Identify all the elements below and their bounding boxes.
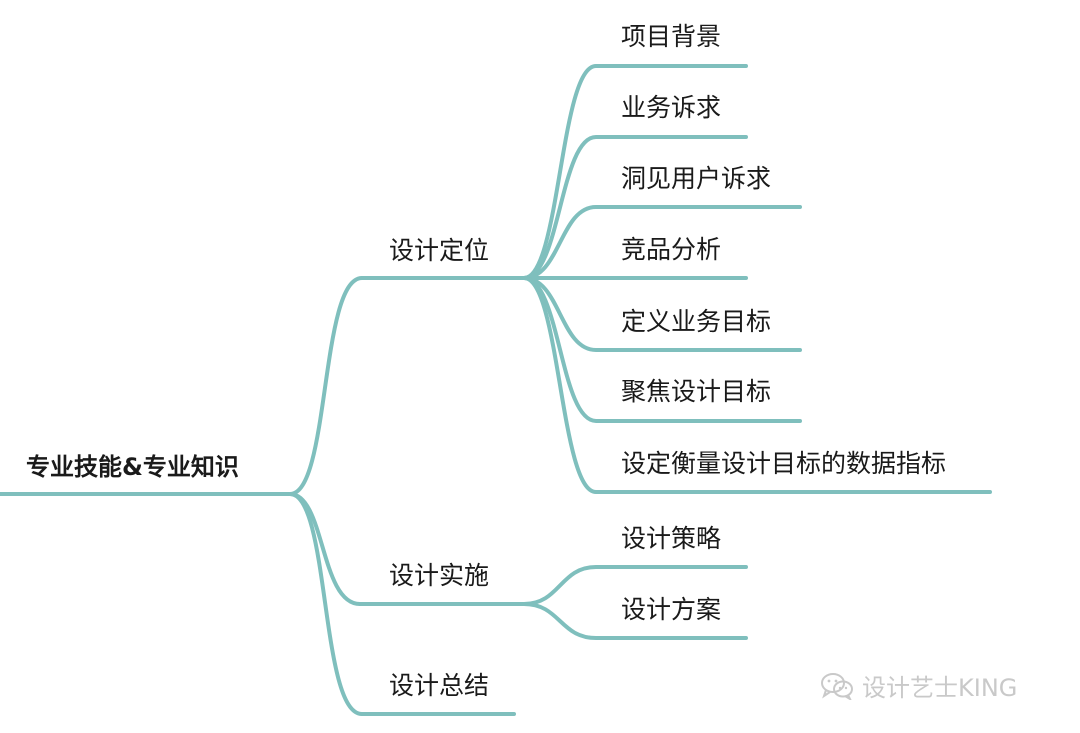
wechat-icon — [820, 672, 854, 700]
connector-to-设计方案 — [522, 602, 748, 640]
leaf-定义业务目标: 定义业务目标 — [621, 307, 772, 336]
leaf-业务诉求: 业务诉求 — [621, 93, 722, 122]
connector-root-to-设计定位 — [288, 276, 364, 496]
connector-to-设计策略 — [522, 565, 748, 606]
leaf-项目背景: 项目背景 — [621, 22, 722, 51]
watermark-text: 设计艺士KING — [862, 674, 1018, 702]
branch-设计定位: 设计定位 — [389, 236, 490, 265]
leaf-设计策略: 设计策略 — [621, 524, 722, 553]
branch-设计总结: 设计总结 — [389, 671, 490, 700]
watermark: 设计艺士KING — [820, 668, 1017, 703]
connector-to-项目背景 — [522, 64, 748, 280]
leaf-竞品分析: 竞品分析 — [621, 235, 722, 264]
connector-to-设定衡量设计目标的数据指标 — [522, 276, 992, 494]
leaf-设定衡量设计目标的数据指标: 设定衡量设计目标的数据指标 — [621, 449, 947, 478]
connector-to-洞见用户诉求 — [522, 205, 802, 280]
connector-to-业务诉求 — [522, 135, 748, 280]
branch-设计实施: 设计实施 — [389, 561, 490, 590]
connector-root-to-设计总结 — [288, 492, 364, 716]
root-node: 专业技能&专业知识 — [26, 453, 239, 481]
leaf-设计方案: 设计方案 — [621, 595, 722, 624]
leaf-聚焦设计目标: 聚焦设计目标 — [621, 377, 772, 406]
leaf-洞见用户诉求: 洞见用户诉求 — [621, 164, 772, 193]
connector-root-to-设计实施 — [288, 492, 362, 606]
